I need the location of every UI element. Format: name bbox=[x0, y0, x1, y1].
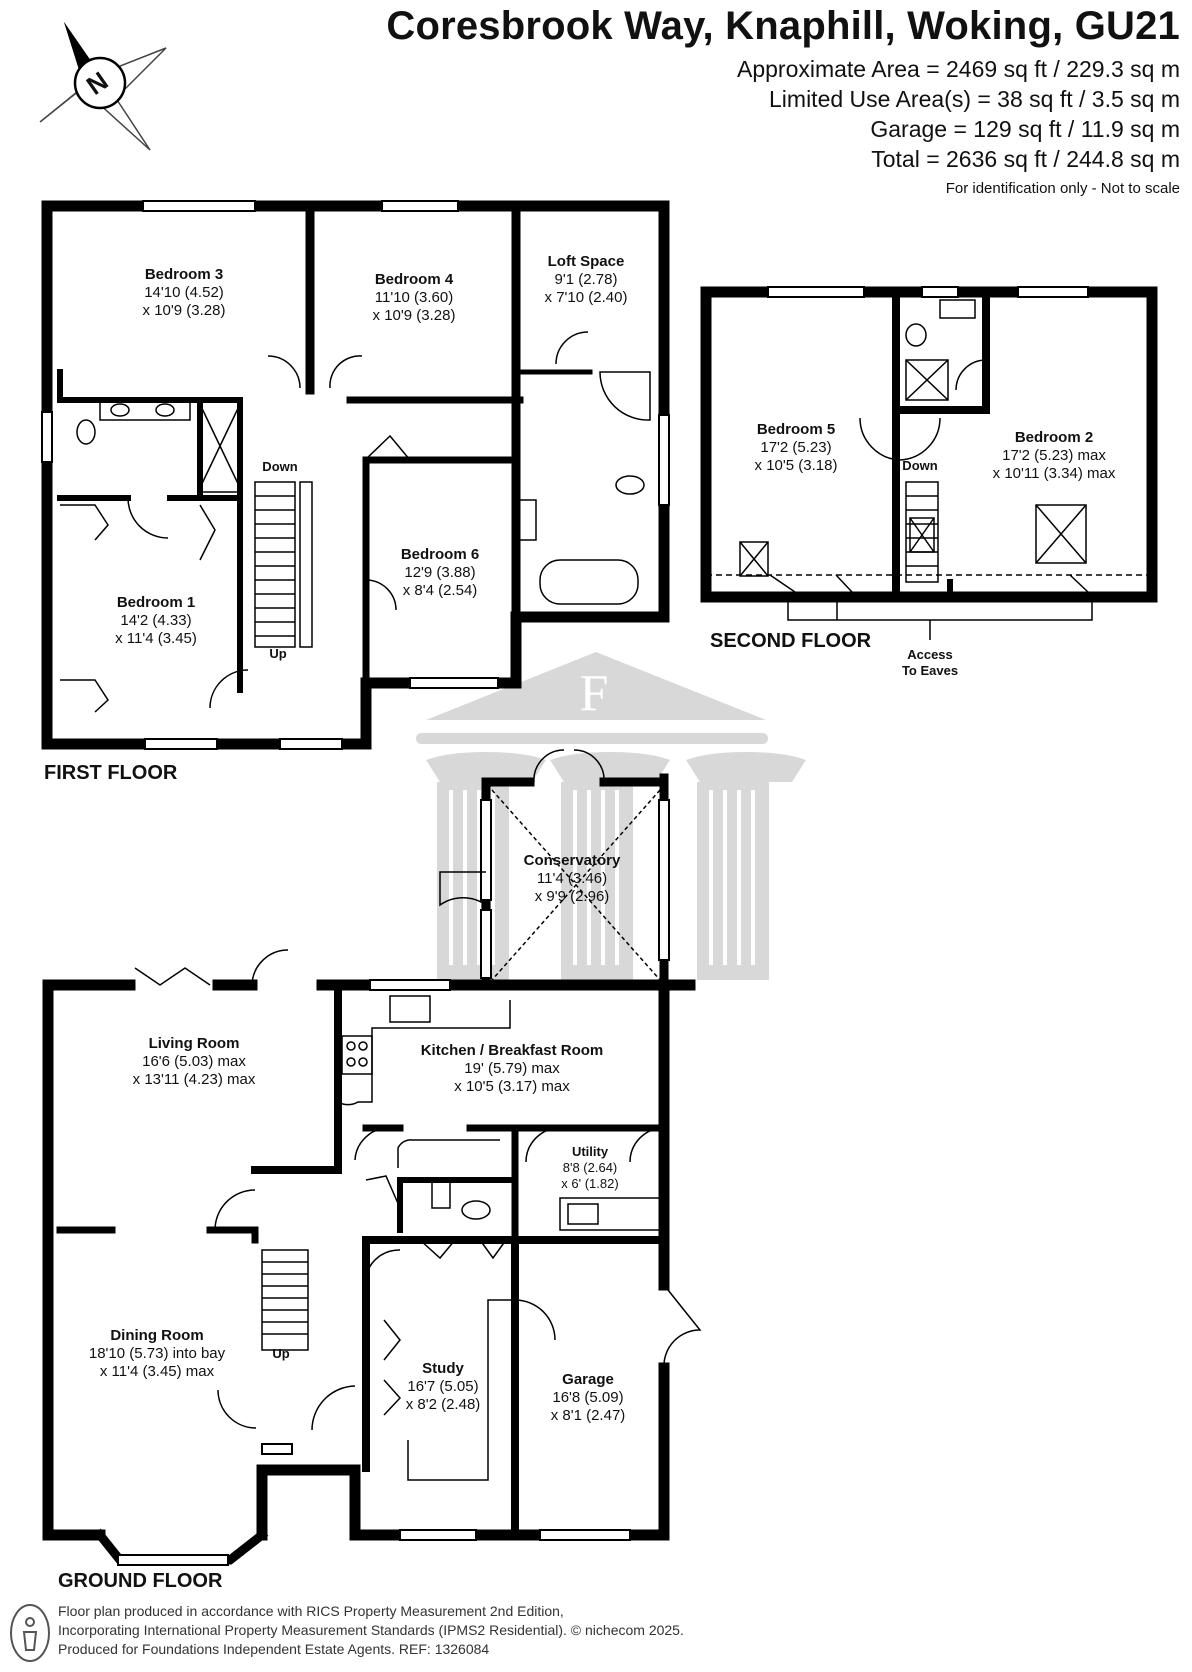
foundations-logo bbox=[416, 652, 806, 980]
area-approximate: Approximate Area = 2469 sq ft / 229.3 sq… bbox=[736, 56, 1180, 82]
area-limited-use: Limited Use Area(s) = 38 sq ft / 3.5 sq … bbox=[769, 86, 1180, 112]
footer-line-3: Produced for Foundations Independent Est… bbox=[58, 1641, 490, 1657]
area-garage: Garage = 129 sq ft / 11.9 sq m bbox=[870, 116, 1180, 142]
watermark-letter: F bbox=[580, 665, 609, 722]
stairs-up-first: Up bbox=[269, 646, 287, 661]
area-summary: Approximate Area = 2469 sq ft / 229.3 sq… bbox=[737, 54, 1180, 174]
disclaimer: For identification only - Not to scale bbox=[945, 180, 1180, 197]
north-compass-icon bbox=[39, 22, 167, 151]
second-floor-plan bbox=[700, 286, 1158, 603]
stairs-down-first: Down bbox=[262, 459, 298, 474]
second-floor-label: SECOND FLOOR bbox=[710, 630, 872, 652]
area-total: Total = 2636 sq ft / 244.8 sq m bbox=[871, 146, 1180, 172]
ground-floor-label: GROUND FLOOR bbox=[58, 1570, 223, 1592]
footer-line-1: Floor plan produced in accordance with R… bbox=[58, 1603, 564, 1619]
ground-floor-plan bbox=[42, 773, 696, 1565]
stairs-down-second: Down bbox=[902, 458, 938, 473]
first-floor-label: FIRST FLOOR bbox=[44, 762, 178, 784]
page-title: Coresbrook Way, Knaphill, Woking, GU21 bbox=[386, 4, 1180, 48]
footer-notes: Floor plan produced in accordance with R… bbox=[58, 1602, 684, 1659]
person-icon bbox=[10, 1604, 50, 1662]
stairs-up-ground: Up bbox=[272, 1346, 290, 1361]
footer-line-2: Incorporating International Property Mea… bbox=[58, 1622, 684, 1638]
